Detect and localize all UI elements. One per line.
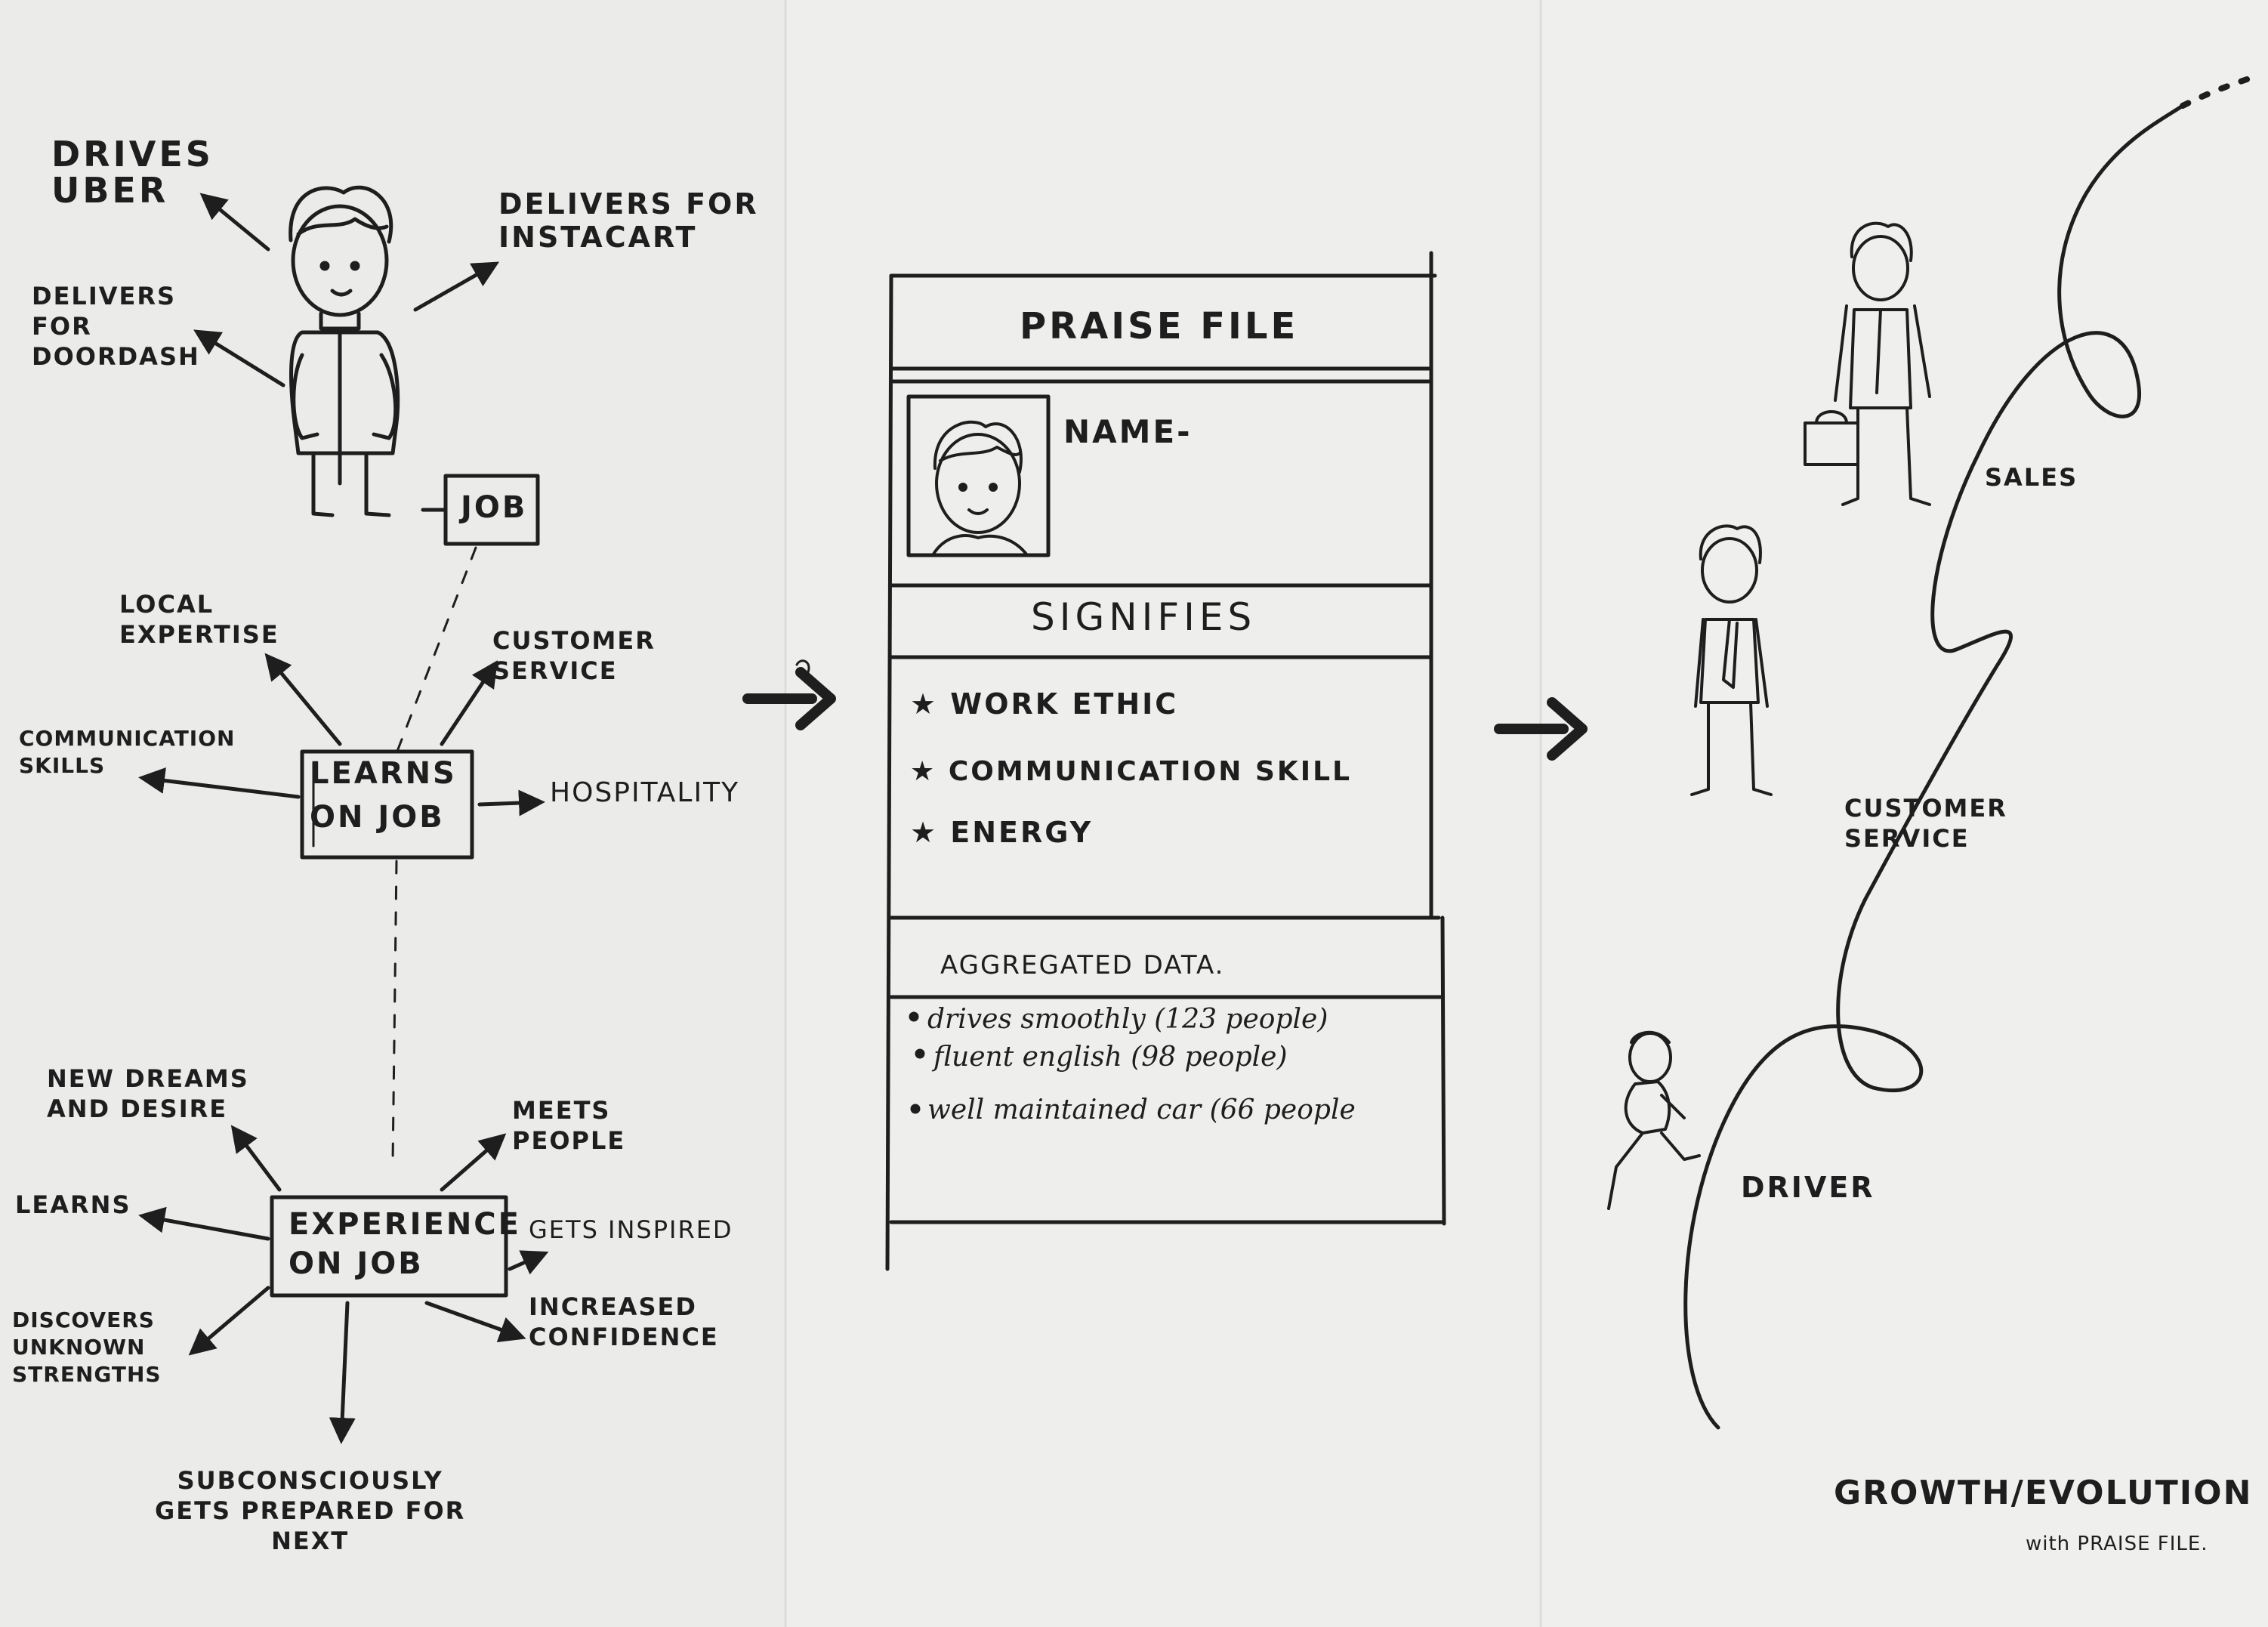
growth-curve (1683, 103, 2185, 1430)
praise-file-card-frame (885, 251, 1446, 1271)
paper-panel-middle (785, 0, 1541, 1627)
label-subconsciously: SUBCONSCIOUSLY GETS PREPARED FOR NEXT (155, 1466, 466, 1555)
driver-figure (1607, 1030, 1701, 1210)
aggregated-title: AGGREGATED DATA. (940, 950, 1225, 980)
label-increased-confidence: INCREASED CONFIDENCE (529, 1292, 719, 1351)
signifies-title: SIGNIFIES (1031, 595, 1257, 639)
customer-service-figure (1690, 524, 1773, 796)
aggregated-item: fluent english (98 people) (933, 1042, 1288, 1073)
label-communication-skills: COMMUNICATION SKILLS (19, 726, 236, 778)
star-icon: ★ (910, 687, 951, 721)
arrow (413, 261, 500, 312)
card-title: PRAISE FILE (1020, 305, 1299, 347)
flow-arrow (1494, 697, 1588, 761)
growth-subtitle: with PRAISE FILE. (2026, 1533, 2208, 1555)
profile-photo-frame (906, 394, 1051, 557)
label-meets-people: MEETS PEOPLE (512, 1096, 626, 1155)
label-discovers-strengths: DISCOVERS UNKNOWN STRENGTHS (12, 1307, 162, 1387)
salesman-figure (1804, 221, 1931, 506)
star-icon: ★ (910, 816, 951, 849)
experience-box-shape (270, 1195, 508, 1298)
label-drives-uber: DRIVES UBER (51, 134, 214, 211)
signifies-item: ★ COMMUNICATION SKILL (910, 756, 1353, 787)
label-gets-inspired: GETS INSPIRED (529, 1215, 733, 1244)
label-learns: LEARNS (15, 1190, 131, 1219)
aggregated-item: drives smoothly (123 people) (927, 1004, 1328, 1035)
label-delivers-doordash: DELIVERS FOR DOORDASH (32, 282, 200, 371)
paper-panel-right (1541, 0, 2268, 1627)
arrow (193, 329, 285, 387)
experience-on-job-box: EXPERIENCE ON JOB (289, 1207, 521, 1281)
label-new-dreams: NEW DREAMS AND DESIRE (47, 1064, 249, 1123)
stage-sales: SALES (1985, 463, 2078, 492)
worker-figure (289, 185, 400, 517)
paper-panel-left (0, 0, 785, 1627)
profile-photo-face (931, 420, 1029, 557)
aggregated-item: well maintained car (66 people (927, 1094, 1356, 1125)
label-hospitality: HOSPITALITY (550, 777, 740, 808)
stage-customer-service: CUSTOMER SERVICE (1844, 794, 2007, 853)
label-customer-service: CUSTOMER SERVICE (492, 626, 656, 685)
flow-arrow (742, 667, 836, 730)
learns-on-job-box: LEARNS ON JOB (310, 756, 457, 835)
signifies-item: ★ WORK ETHIC (910, 687, 1179, 721)
learns-box-shape (300, 749, 474, 860)
label-local-expertise: LOCAL EXPERTISE (119, 590, 279, 649)
label-delivers-instacart: DELIVERS FOR INSTACART (498, 187, 759, 254)
growth-title: GROWTH/EVOLUTION (1834, 1474, 2253, 1512)
star-icon: ★ (910, 756, 949, 787)
signifies-item: ★ ENERGY (910, 816, 1094, 849)
card-name-label: NAME- (1063, 413, 1193, 450)
label-job: JOB (461, 490, 528, 525)
stage-driver: DRIVER (1741, 1171, 1875, 1204)
arrow (199, 193, 270, 252)
